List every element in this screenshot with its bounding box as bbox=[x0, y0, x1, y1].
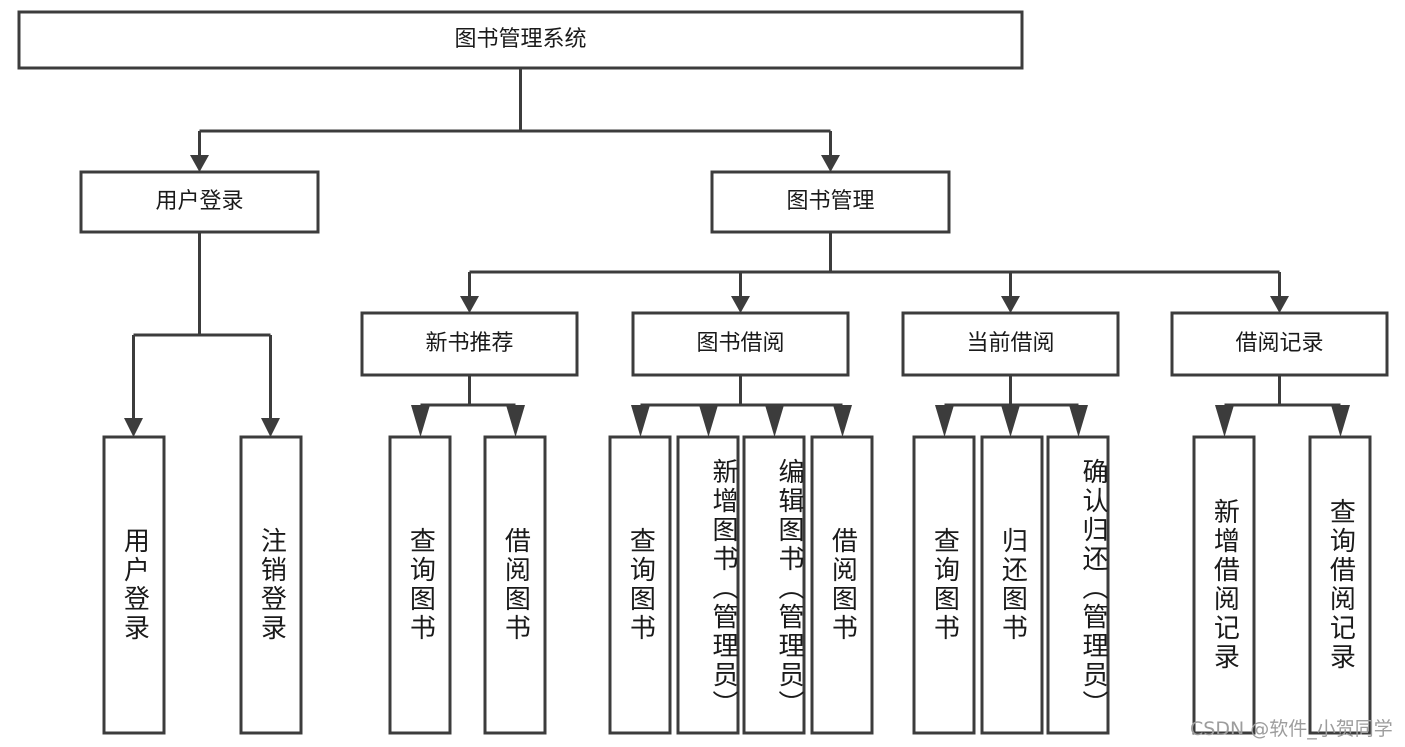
node-box-leaf-user-logout[interactable] bbox=[239, 435, 303, 735]
node-box-current-borrow[interactable] bbox=[901, 311, 1120, 377]
arrow-head-leaf-query-book-1 bbox=[411, 405, 430, 437]
arrow-head-user-login bbox=[190, 155, 209, 172]
node-box-leaf-add-record[interactable] bbox=[1192, 435, 1256, 735]
node-box-leaf-borrow-book-1[interactable] bbox=[483, 435, 547, 735]
node-box-leaf-query-book-1[interactable] bbox=[388, 435, 452, 735]
node-box-leaf-return-book[interactable] bbox=[980, 435, 1044, 735]
node-box-layer bbox=[17, 10, 1389, 735]
node-box-leaf-edit-book[interactable] bbox=[742, 435, 806, 735]
arrow-head-leaf-add-record bbox=[1215, 405, 1234, 437]
node-box-leaf-borrow-book-2[interactable] bbox=[810, 435, 874, 735]
node-box-leaf-add-book[interactable] bbox=[676, 435, 740, 735]
arrow-head-leaf-borrow-book-2 bbox=[833, 405, 852, 437]
node-box-leaf-confirm-return[interactable] bbox=[1046, 435, 1110, 735]
arrow-head-book-management bbox=[821, 155, 840, 172]
arrow-head-new-book-recommend bbox=[460, 296, 479, 313]
node-box-leaf-query-book-3[interactable] bbox=[912, 435, 976, 735]
arrow-head-leaf-user-logout bbox=[261, 418, 280, 437]
arrow-head-current-borrow bbox=[1001, 296, 1020, 313]
arrow-head-borrow-record bbox=[1270, 296, 1289, 313]
arrow-head-leaf-query-record bbox=[1331, 405, 1350, 437]
node-box-borrow-record[interactable] bbox=[1170, 311, 1389, 377]
node-box-leaf-user-login[interactable] bbox=[102, 435, 166, 735]
arrow-head-leaf-query-book-2 bbox=[631, 405, 650, 437]
arrow-head-leaf-confirm-return bbox=[1069, 405, 1088, 437]
node-box-leaf-query-record[interactable] bbox=[1308, 435, 1372, 735]
arrow-head-leaf-borrow-book-1 bbox=[506, 405, 525, 437]
node-box-book-management[interactable] bbox=[710, 170, 951, 234]
arrow-head-leaf-edit-book bbox=[765, 405, 784, 437]
node-box-user-login[interactable] bbox=[79, 170, 320, 234]
arrow-head-leaf-add-book bbox=[699, 405, 718, 437]
arrow-head-leaf-query-book-3 bbox=[935, 405, 954, 437]
arrow-head-leaf-user-login bbox=[124, 418, 143, 437]
node-box-leaf-query-book-2[interactable] bbox=[608, 435, 672, 735]
node-box-new-book-recommend[interactable] bbox=[360, 311, 579, 377]
arrow-head-book-borrow bbox=[731, 296, 750, 313]
arrow-head-leaf-return-book bbox=[1001, 405, 1020, 437]
node-box-book-borrow[interactable] bbox=[631, 311, 850, 377]
node-box-root[interactable] bbox=[17, 10, 1024, 70]
connector-layer bbox=[124, 68, 1350, 437]
